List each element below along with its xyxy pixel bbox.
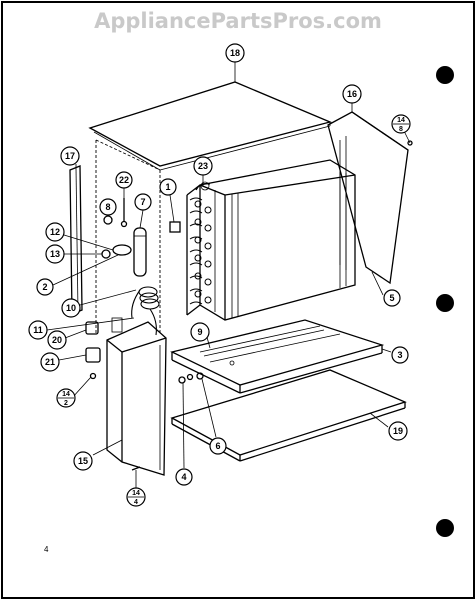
svg-text:13: 13 [50, 249, 60, 259]
watermark: AppliancePartsPros.com [94, 9, 382, 33]
callout-5: 5 [383, 289, 401, 307]
svg-text:12: 12 [50, 227, 60, 237]
svg-text:5: 5 [389, 293, 394, 303]
svg-text:17: 17 [65, 151, 75, 161]
callout-14-4: 14 4 [126, 487, 146, 507]
coil-assembly [186, 159, 356, 321]
svg-text:14: 14 [397, 117, 405, 124]
callout-6: 6 [209, 437, 227, 455]
svg-text:7: 7 [140, 197, 145, 207]
control-components [85, 198, 181, 471]
callout-17: 17 [60, 146, 80, 166]
svg-text:10: 10 [66, 303, 76, 313]
callout-19: 19 [388, 421, 408, 441]
svg-text:2: 2 [64, 400, 68, 407]
callout-4: 4 [175, 468, 193, 486]
callout-20: 20 [47, 330, 67, 350]
svg-text:21: 21 [45, 357, 55, 367]
callout-12: 12 [45, 222, 65, 242]
svg-text:8: 8 [105, 202, 110, 212]
svg-text:4: 4 [134, 499, 138, 506]
svg-text:14: 14 [132, 490, 140, 497]
svg-text:19: 19 [393, 426, 403, 436]
callout-7: 7 [134, 193, 152, 211]
svg-text:2: 2 [42, 282, 47, 292]
callout-14-2: 14 2 [56, 388, 76, 408]
fasteners [178, 140, 413, 384]
svg-text:16: 16 [347, 89, 357, 99]
callout-22: 22 [115, 171, 133, 189]
svg-text:20: 20 [52, 335, 62, 345]
svg-text:1: 1 [165, 182, 170, 192]
svg-text:9: 9 [197, 327, 202, 337]
registration-dot [436, 66, 454, 84]
callout-18: 18 [225, 43, 245, 63]
svg-text:23: 23 [198, 161, 208, 171]
callout-15: 15 [73, 451, 93, 471]
callout-23: 23 [193, 156, 213, 176]
svg-text:8: 8 [399, 126, 403, 133]
svg-text:14: 14 [62, 391, 70, 398]
callout-16: 16 [342, 84, 362, 104]
svg-text:18: 18 [230, 48, 240, 58]
leader-lines [46, 62, 411, 488]
registration-dot [436, 294, 454, 312]
svg-text:4: 4 [181, 472, 186, 482]
cabinet-outline [95, 139, 161, 335]
callout-21: 21 [40, 352, 60, 372]
top-cover [88, 81, 333, 171]
callout-11: 11 [28, 320, 48, 340]
callout-10: 10 [61, 298, 81, 318]
base-pan [170, 319, 385, 394]
page-number: 4 [44, 545, 49, 554]
svg-text:11: 11 [33, 325, 43, 335]
callout-9: 9 [190, 322, 210, 342]
svg-text:22: 22 [119, 175, 129, 185]
bottom-filter-tray [170, 369, 407, 462]
callout-3: 3 [391, 346, 409, 364]
callout-8: 8 [99, 198, 117, 216]
callout-2: 2 [36, 278, 54, 296]
callout-13: 13 [45, 244, 65, 264]
side-rail [69, 165, 83, 315]
control-panel [106, 317, 167, 476]
callout-14-8: 14 8 [391, 114, 411, 134]
svg-text:3: 3 [397, 350, 402, 360]
svg-text:15: 15 [78, 456, 88, 466]
callout-1: 1 [159, 178, 177, 196]
svg-text:6: 6 [215, 441, 220, 451]
registration-dot [436, 519, 454, 537]
